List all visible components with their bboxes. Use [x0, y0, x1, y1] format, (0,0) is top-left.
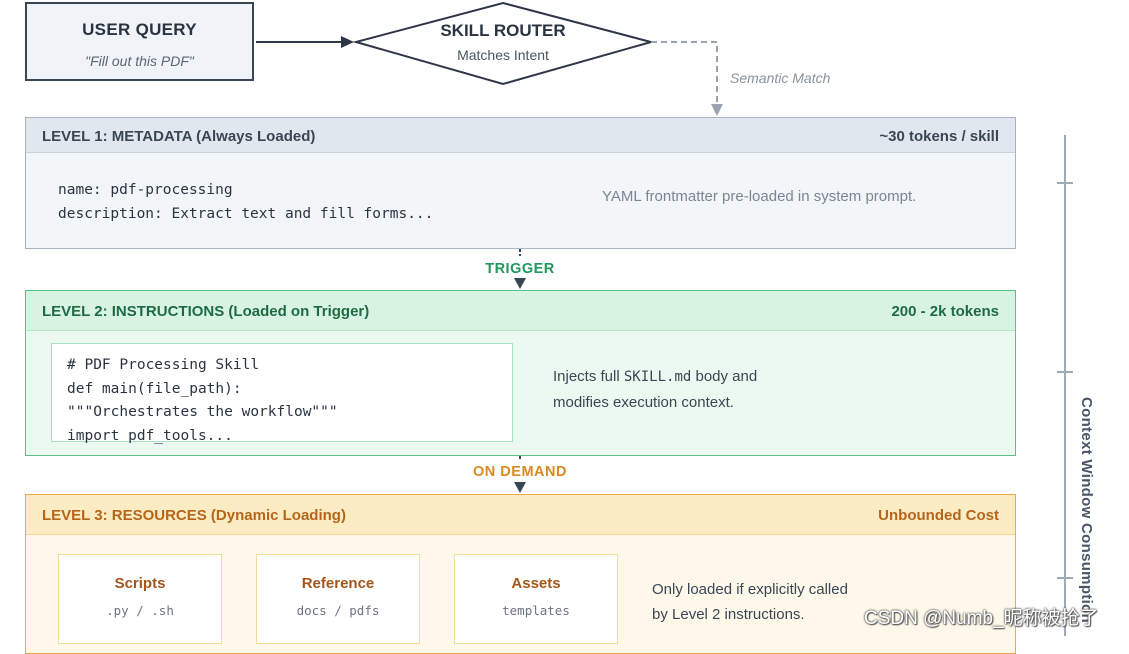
code-line: """Orchestrates the workflow""" — [67, 404, 338, 420]
arrowhead — [711, 104, 723, 116]
level3-note-line2: by Level 2 instructions. — [652, 606, 805, 623]
level3-note: Only loaded if explicitly called by Leve… — [652, 577, 848, 627]
level2-note: Injects full SKILL.md body and modifies … — [553, 364, 757, 415]
resource-name: Scripts — [114, 575, 166, 592]
arrowhead — [514, 482, 526, 493]
level2-title: LEVEL 2: INSTRUCTIONS (Loaded on Trigger… — [42, 303, 370, 320]
watermark: CSDN @Numb_昵称被抢了 — [864, 608, 1099, 629]
level2-instructions-box: LEVEL 2: INSTRUCTIONS (Loaded on Trigger… — [25, 290, 1016, 456]
skill-router-subtitle: Matches Intent — [457, 47, 549, 63]
semantic-match-label: Semantic Match — [730, 70, 831, 86]
level1-header: LEVEL 1: METADATA (Always Loaded) ~30 to… — [26, 118, 1015, 153]
code-line: def main(file_path): — [67, 380, 242, 397]
level3-resources-box: LEVEL 3: RESOURCES (Dynamic Loading) Unb… — [25, 494, 1016, 654]
level3-header: LEVEL 3: RESOURCES (Dynamic Loading) Unb… — [26, 495, 1015, 535]
semantic-match-path — [651, 41, 718, 106]
resource-name: Reference — [301, 575, 375, 592]
arrowhead — [341, 36, 354, 48]
level2-code-box: # PDF Processing Skill def main(file_path… — [51, 343, 513, 444]
context-window-label: Context Window Consumption — [1078, 397, 1095, 623]
resource-name: Assets — [511, 575, 561, 592]
level1-cost: ~30 tokens / skill — [879, 128, 999, 145]
resource-card-scripts: Scripts .py / .sh — [58, 554, 222, 644]
user-query-text: "Fill out this PDF" — [85, 53, 194, 69]
level2-note-line2: modifies execution context. — [553, 394, 734, 411]
level2-header: LEVEL 2: INSTRUCTIONS (Loaded on Trigger… — [26, 291, 1015, 331]
level2-code: # PDF Processing Skill def main(file_path… — [67, 354, 338, 448]
skill-router-diamond — [352, 1, 655, 86]
level2-note-code: SKILL.md — [623, 369, 692, 385]
code-line: name: pdf-processing — [58, 182, 233, 198]
level3-note-line1: Only loaded if explicitly called — [652, 581, 848, 598]
resource-subtitle: docs / pdfs — [296, 603, 380, 618]
skill-router-title: SKILL ROUTER — [440, 21, 566, 40]
level2-note-prefix: Injects full — [553, 368, 620, 385]
trigger-label: TRIGGER — [485, 261, 555, 277]
level3-title: LEVEL 3: RESOURCES (Dynamic Loading) — [42, 507, 346, 524]
resource-card-assets: Assets templates — [454, 554, 618, 644]
resource-card-reference: Reference docs / pdfs — [256, 554, 420, 644]
on-demand-label: ON DEMAND — [473, 464, 567, 480]
user-query-title: USER QUERY — [82, 20, 197, 39]
code-line: description: Extract text and fill forms… — [58, 206, 434, 222]
resource-subtitle: .py / .sh — [106, 603, 174, 618]
level1-note: YAML frontmatter pre-loaded in system pr… — [602, 188, 917, 205]
level2-note-suffix: body and — [695, 368, 758, 385]
level1-metadata-box: LEVEL 1: METADATA (Always Loaded) ~30 to… — [25, 117, 1016, 249]
resource-subtitle: templates — [502, 603, 570, 618]
code-line: # PDF Processing Skill — [67, 357, 260, 373]
level3-cost: Unbounded Cost — [878, 507, 999, 524]
user-query-box: USER QUERY "Fill out this PDF" — [25, 2, 254, 81]
level1-code: name: pdf-processing description: Extract… — [58, 178, 433, 226]
arrowhead — [514, 278, 526, 289]
level2-cost: 200 - 2k tokens — [891, 303, 999, 320]
flow-connectors — [256, 1, 1073, 636]
level1-title: LEVEL 1: METADATA (Always Loaded) — [42, 128, 316, 145]
code-line: import pdf_tools... — [67, 427, 233, 444]
